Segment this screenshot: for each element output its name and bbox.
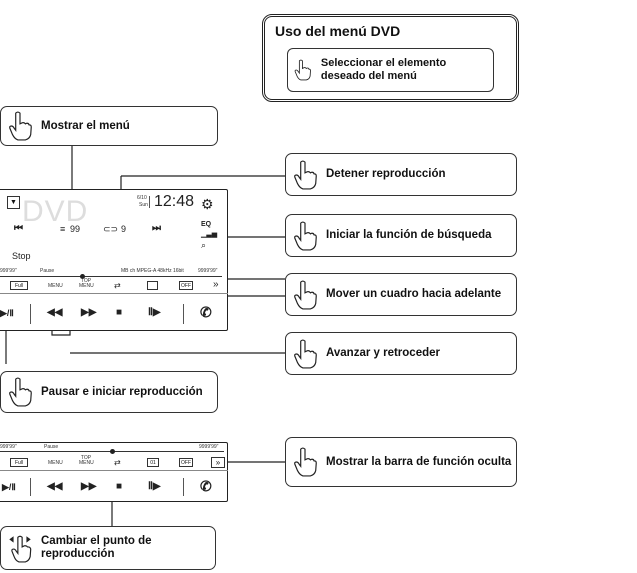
callout-text: Cambiar el punto de reproducción xyxy=(41,535,152,560)
bar-divider xyxy=(0,470,228,471)
divider xyxy=(183,478,184,496)
callout-stop: Detener reproducción xyxy=(285,153,517,196)
callout-change-point: Cambiar el punto de reproducción xyxy=(0,526,216,570)
menu-button[interactable]: MENU xyxy=(48,283,63,289)
source-logo: DVD xyxy=(22,195,89,228)
pointing-hand-icon xyxy=(9,377,32,407)
dvd-screen-main: ▼ DVD 6/10 Sun 12:48 ⚙ ⏮ ≡ 99 ⊂⊃ 9 ⏭ EQ … xyxy=(0,189,228,331)
callout-ffwd-rewind: Avanzar y retroceder xyxy=(285,332,517,375)
pause-label: Pause xyxy=(44,444,59,450)
prev-chapter-icon[interactable]: ⏮ xyxy=(14,223,23,234)
gear-icon[interactable]: ⚙ xyxy=(201,196,214,212)
pointing-hand-icon xyxy=(294,159,317,190)
angle-button[interactable]: 01 xyxy=(147,458,159,467)
divider xyxy=(30,304,31,324)
fast-forward-icon[interactable]: ▶▶ xyxy=(81,481,97,492)
top-menu-button[interactable]: TOP MENU xyxy=(79,455,94,466)
chapter-icon: ⊂⊃ xyxy=(103,224,119,234)
source-menu-button[interactable]: ▼ xyxy=(7,196,20,209)
day-text: Sun xyxy=(139,202,148,208)
top-menu-button[interactable]: TOP MENU xyxy=(79,278,94,289)
frame-advance-icon[interactable]: Ⅱ▶ xyxy=(148,481,161,492)
title-number: 99 xyxy=(70,224,81,234)
phone-icon[interactable]: ✆ xyxy=(200,478,212,494)
pointing-hand-icon xyxy=(9,111,32,141)
callout-text: Mostrar la barra de función oculta xyxy=(326,455,512,468)
bar-divider xyxy=(0,293,228,294)
dvd-function-bar: 999'99" Pause 9999'99" Full MENU TOP MEN… xyxy=(0,442,228,502)
title-box: Uso del menú DVD Seleccionar el elemento… xyxy=(262,14,519,102)
divider xyxy=(183,304,184,324)
callout-pause-play: Pausar e iniciar reproducción xyxy=(0,371,218,413)
remaining-time: 9999'99" xyxy=(198,268,218,274)
stop-icon[interactable]: ■ xyxy=(116,481,123,492)
callout-text: Mostrar el menú xyxy=(41,119,130,132)
magnifier-icon[interactable]: ⌕ xyxy=(201,240,207,250)
pause-label: Pause xyxy=(40,268,55,274)
next-chapter-icon[interactable]: ⏭ xyxy=(152,223,161,234)
more-functions-button[interactable]: » xyxy=(213,279,219,290)
elapsed-time: 999'99" xyxy=(0,444,17,450)
play-pause-icon[interactable]: ▶/Ⅱ xyxy=(2,482,16,492)
more-functions-button[interactable]: » xyxy=(211,457,225,468)
playback-status: Stop xyxy=(12,251,31,261)
callout-text: Pausar e iniciar reproducción xyxy=(41,385,203,398)
phone-icon[interactable]: ✆ xyxy=(200,304,212,320)
play-pause-icon[interactable]: ▶/Ⅱ xyxy=(0,308,14,318)
pointing-hand-icon xyxy=(294,220,317,251)
progress-bar[interactable] xyxy=(0,276,222,277)
codec-info: MB ch MPEG-A 48kHz 16bit xyxy=(121,268,184,274)
swipe-hand-icon xyxy=(9,535,32,563)
menu-button[interactable]: MENU xyxy=(48,460,63,466)
callout-text: Detener reproducción xyxy=(326,168,446,180)
pointing-hand-icon xyxy=(294,338,317,369)
title-number-icon: ≡ xyxy=(60,224,66,234)
pointing-hand-icon xyxy=(294,59,311,81)
elapsed-time: 999'99" xyxy=(0,268,17,274)
full-button[interactable]: Full xyxy=(10,281,28,290)
rewind-icon[interactable]: ◀◀ xyxy=(47,481,63,492)
angle-button[interactable] xyxy=(147,281,158,290)
date-text: 6/10 xyxy=(137,195,147,201)
full-button[interactable]: Full xyxy=(10,458,28,467)
instruction-box: Seleccionar el elemento deseado del menú xyxy=(287,48,494,92)
repeat-icon[interactable]: ⇄ xyxy=(114,281,121,290)
callout-text: Avanzar y retroceder xyxy=(326,347,440,359)
pointing-hand-icon xyxy=(294,279,317,310)
repeat-icon[interactable]: ⇄ xyxy=(114,458,121,467)
callout-frame-advance: Mover un cuadro hacia adelante xyxy=(285,273,517,316)
pointing-hand-icon xyxy=(294,447,317,477)
progress-knob[interactable] xyxy=(80,274,85,279)
frame-advance-icon[interactable]: Ⅱ▶ xyxy=(148,307,161,318)
eq-button[interactable]: EQ xyxy=(201,221,212,228)
stop-icon[interactable]: ■ xyxy=(116,307,123,318)
progress-knob[interactable] xyxy=(110,449,115,454)
rewind-icon[interactable]: ◀◀ xyxy=(47,307,63,318)
fast-forward-icon[interactable]: ▶▶ xyxy=(81,307,97,318)
remaining-time: 9999'99" xyxy=(199,444,219,450)
eq-bars-icon: ▁▃▅ xyxy=(201,231,218,238)
clock-divider xyxy=(149,196,150,208)
divider xyxy=(30,478,31,496)
callout-show-menu: Mostrar el menú xyxy=(0,106,218,146)
callout-text: Mover un cuadro hacia adelante xyxy=(326,288,502,300)
screen-frame xyxy=(0,189,228,331)
clock: 12:48 xyxy=(154,193,195,210)
instruction-text: Seleccionar el elemento deseado del menú xyxy=(320,57,447,82)
callout-search: Iniciar la función de búsqueda xyxy=(285,214,517,257)
off-button[interactable]: OFF xyxy=(179,458,193,467)
chapter-number: 9 xyxy=(121,224,127,234)
callout-text: Iniciar la función de búsqueda xyxy=(326,229,492,241)
off-button[interactable]: OFF xyxy=(179,281,193,290)
callout-hidden-bar: Mostrar la barra de función oculta xyxy=(285,437,517,487)
section-title: Uso del menú DVD xyxy=(275,23,401,39)
